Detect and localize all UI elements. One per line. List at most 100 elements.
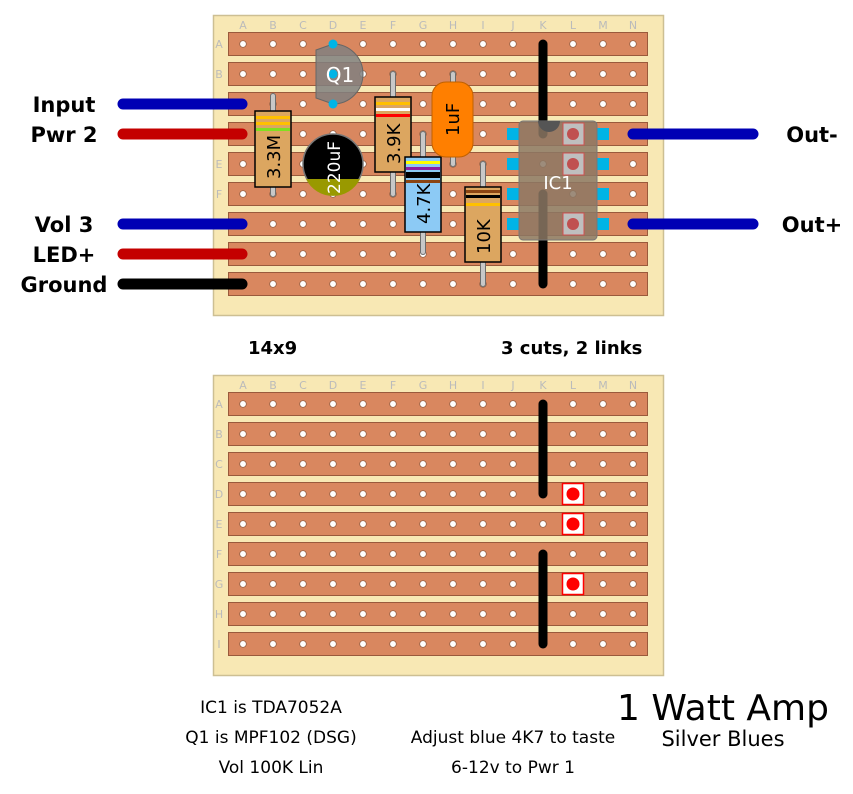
- row-label-D: D: [215, 488, 223, 501]
- column-label-D: D: [329, 379, 337, 392]
- color-band: [406, 180, 440, 183]
- hole: [359, 130, 367, 138]
- column-label-J: J: [510, 19, 514, 32]
- hole: [359, 280, 367, 288]
- hole: [389, 220, 397, 228]
- hole: [359, 490, 367, 498]
- hole: [449, 220, 457, 228]
- resistor-r_4k7-label: 4.7K: [414, 182, 435, 224]
- hole: [629, 640, 637, 648]
- hole: [329, 580, 337, 588]
- hole: [329, 520, 337, 528]
- hole: [569, 430, 577, 438]
- hole: [389, 430, 397, 438]
- cuts-links-label: 3 cuts, 2 links: [501, 338, 642, 359]
- hole: [449, 520, 457, 528]
- hole: [269, 430, 277, 438]
- hole: [389, 550, 397, 558]
- hole: [479, 610, 487, 618]
- hole: [569, 550, 577, 558]
- hole: [449, 280, 457, 288]
- hole: [569, 610, 577, 618]
- hole: [599, 70, 607, 78]
- hole: [299, 130, 307, 138]
- column-label-E: E: [360, 19, 367, 32]
- hole: [629, 460, 637, 468]
- hole: [359, 580, 367, 588]
- copper-strip-A: [228, 392, 648, 416]
- column-label-F: F: [390, 19, 396, 32]
- row-label-A: A: [215, 38, 223, 51]
- wire-label-pwr-2: Pwr 2: [30, 123, 97, 147]
- hole: [509, 40, 517, 48]
- row-label-I: I: [217, 638, 220, 651]
- transistor-q1-body: [315, 43, 364, 105]
- color-band: [406, 172, 440, 175]
- copper-strip-A: [228, 32, 648, 56]
- hole: [629, 490, 637, 498]
- hole: [299, 430, 307, 438]
- copper-strip-G: [228, 572, 648, 596]
- hole: [479, 40, 487, 48]
- column-label-H: H: [449, 379, 457, 392]
- hole: [329, 640, 337, 648]
- hole: [299, 400, 307, 408]
- hole: [239, 580, 247, 588]
- ic1-pin-left: [507, 128, 519, 140]
- color-band: [376, 102, 410, 105]
- wire-label-ground: Ground: [21, 273, 108, 297]
- hole: [479, 550, 487, 558]
- hole: [629, 40, 637, 48]
- color-band: [376, 114, 410, 117]
- hole: [479, 640, 487, 648]
- hole: [599, 550, 607, 558]
- cut-marker-dot: [566, 487, 580, 501]
- hole: [269, 70, 277, 78]
- color-band: [406, 175, 440, 178]
- ic1-pin-right: [597, 158, 609, 170]
- column-label-G: G: [419, 19, 428, 32]
- ic1-notch: [538, 121, 560, 132]
- hole: [449, 190, 457, 198]
- hole: [509, 580, 517, 588]
- row-label-G: G: [215, 578, 224, 591]
- column-label-M: M: [598, 379, 608, 392]
- column-label-B: B: [269, 19, 277, 32]
- hole: [569, 280, 577, 288]
- hole: [329, 460, 337, 468]
- hole: [449, 580, 457, 588]
- copper-strip-B: [228, 62, 648, 86]
- hole: [389, 580, 397, 588]
- copper-strip-F: [228, 542, 648, 566]
- hole: [269, 220, 277, 228]
- row-label-H: H: [215, 608, 223, 621]
- ic1-cut-dot: [567, 218, 579, 230]
- hole: [599, 280, 607, 288]
- ic1-pin-right: [597, 218, 609, 230]
- hole: [569, 40, 577, 48]
- hole: [389, 400, 397, 408]
- hole: [239, 490, 247, 498]
- resistor-r_3k9-label: 3.9K: [384, 122, 405, 164]
- column-label-A: A: [239, 19, 247, 32]
- row-label-F: F: [216, 188, 222, 201]
- color-band: [256, 122, 290, 125]
- hole: [569, 640, 577, 648]
- note-adjust: Adjust blue 4K7 to taste: [411, 728, 615, 748]
- column-label-E: E: [360, 379, 367, 392]
- column-label-A: A: [239, 379, 247, 392]
- column-label-I: I: [481, 19, 484, 32]
- hole: [239, 610, 247, 618]
- copper-strip-I: [228, 272, 648, 296]
- hole: [509, 70, 517, 78]
- ic1-pin-right: [597, 128, 609, 140]
- hole: [419, 70, 427, 78]
- column-label-K: K: [539, 379, 547, 392]
- wire-label-input: Input: [33, 93, 96, 117]
- hole: [449, 400, 457, 408]
- hole: [419, 460, 427, 468]
- hole: [329, 430, 337, 438]
